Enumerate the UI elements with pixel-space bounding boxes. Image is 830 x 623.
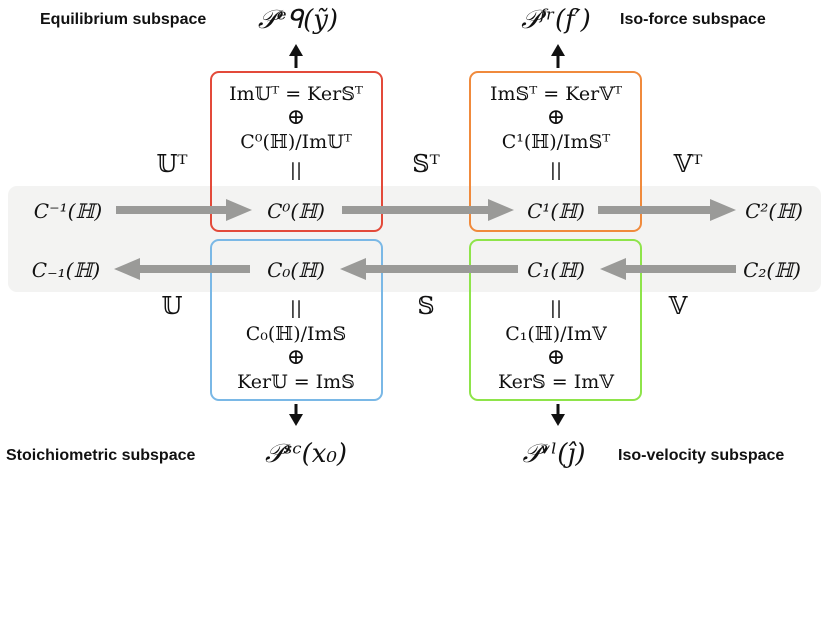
- stoichiometric-projector: 𝒫ˢᶜ(x₀): [265, 439, 347, 469]
- operator-S-T: 𝕊ᵀ: [412, 150, 439, 178]
- orange-box-parallel: ||: [550, 160, 562, 181]
- iso-force-projector: 𝒫ᶠʳ(f′): [521, 5, 591, 35]
- arrow-up-iso-force: [551, 44, 565, 68]
- blue-box-line1: C₀(ℍ)/Im𝕊: [246, 323, 347, 345]
- operator-U-T: 𝕌ᵀ: [156, 150, 187, 178]
- iso-velocity-projector: 𝒫ᵛˡ(ĵ): [522, 439, 585, 469]
- iso-force-box: [469, 71, 642, 232]
- orange-box-oplus: ⊕: [547, 105, 565, 130]
- arrow-S: [340, 258, 518, 280]
- red-box-line1: Im𝕌ᵀ = Ker𝕊ᵀ: [229, 83, 363, 105]
- node-C-sub1: C₁(ℍ): [527, 258, 585, 282]
- operator-V-T: 𝕍ᵀ: [673, 150, 703, 178]
- green-box-line2: Ker𝕊 = Im𝕍: [498, 371, 615, 393]
- orange-box-line2: C¹(ℍ)/Im𝕊ᵀ: [502, 131, 611, 153]
- green-box-oplus: ⊕: [547, 345, 565, 370]
- node-C-sub2: C₂(ℍ): [743, 258, 801, 282]
- blue-box-oplus: ⊕: [287, 345, 305, 370]
- operator-S: 𝕊: [417, 292, 434, 320]
- equilibrium-subspace-label: Equilibrium subspace: [40, 11, 206, 28]
- node-C-minus1: C⁻¹(ℍ): [34, 199, 102, 223]
- green-box-line1: C₁(ℍ)/Im𝕍: [505, 323, 608, 345]
- iso-velocity-subspace-label: Iso-velocity subspace: [618, 447, 784, 464]
- arrow-V-T: [598, 199, 736, 221]
- arrow-up-equilibrium: [289, 44, 303, 68]
- iso-velocity-box: [469, 239, 642, 401]
- blue-box-line2: Ker𝕌 = Im𝕊: [237, 371, 355, 393]
- arrow-U-T: [116, 199, 252, 221]
- stoichiometric-box: [210, 239, 383, 401]
- operator-V: 𝕍: [668, 292, 688, 320]
- arrow-down-stoichiometric: [289, 404, 303, 426]
- node-C0: C⁰(ℍ): [267, 199, 325, 223]
- iso-force-subspace-label: Iso-force subspace: [620, 11, 766, 28]
- node-C1: C¹(ℍ): [527, 199, 585, 223]
- orange-box-line1: Im𝕊ᵀ = Ker𝕍ᵀ: [490, 83, 622, 105]
- equilibrium-box: [210, 71, 383, 232]
- green-box-parallel: ||: [550, 298, 562, 319]
- sequence-band: [8, 186, 821, 292]
- red-box-parallel: ||: [290, 160, 302, 181]
- node-C-sub-minus1: C₋₁(ℍ): [32, 258, 100, 282]
- arrow-S-T: [342, 199, 514, 221]
- stoichiometric-subspace-label: Stoichiometric subspace: [6, 447, 195, 464]
- equilibrium-projector: 𝒫ᵉᑫ(ỹ): [258, 5, 338, 35]
- node-C2: C²(ℍ): [745, 199, 803, 223]
- red-box-oplus: ⊕: [287, 105, 305, 130]
- blue-box-parallel: ||: [290, 298, 302, 319]
- arrow-U: [114, 258, 250, 280]
- red-box-line2: C⁰(ℍ)/Im𝕌ᵀ: [240, 131, 351, 153]
- node-C-sub0: C₀(ℍ): [267, 258, 325, 282]
- operator-U: 𝕌: [162, 292, 183, 320]
- arrow-V: [600, 258, 736, 280]
- arrow-down-iso-velocity: [551, 404, 565, 426]
